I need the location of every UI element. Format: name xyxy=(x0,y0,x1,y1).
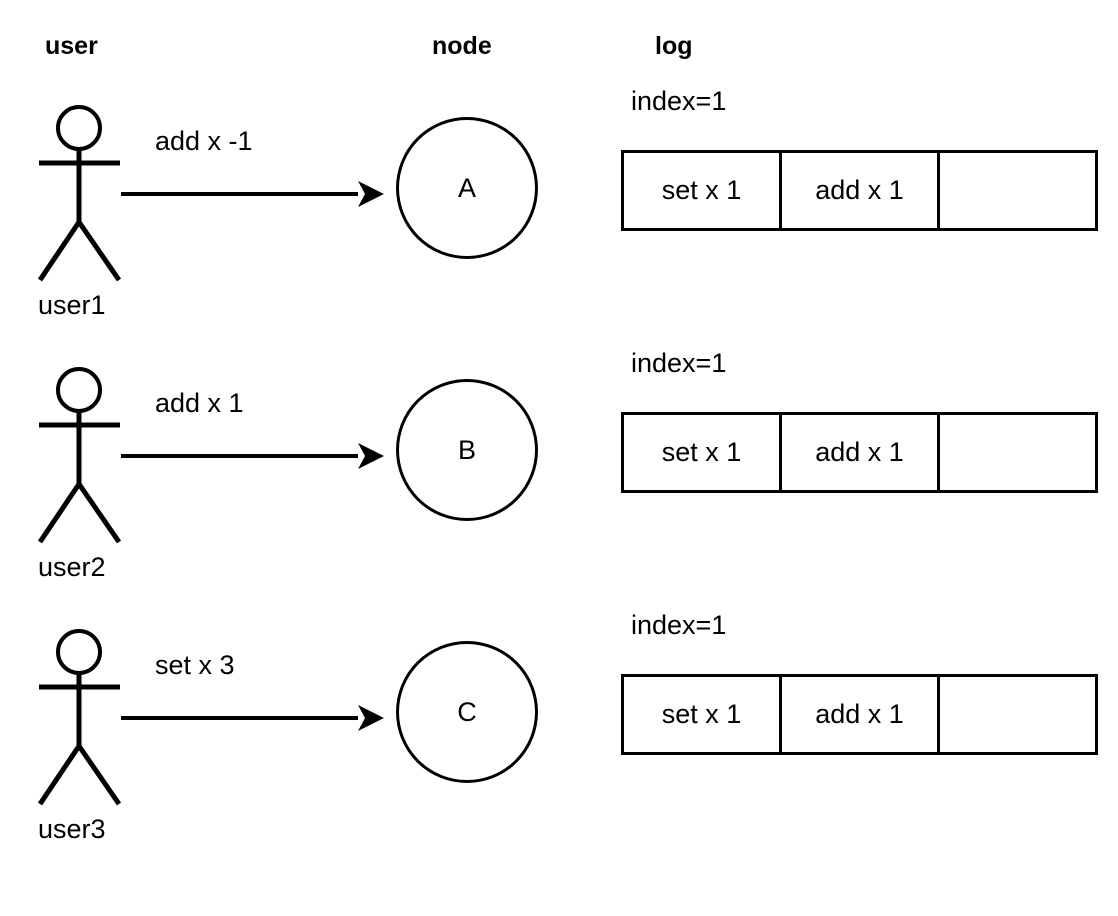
log-cell: add x 1 xyxy=(782,415,940,490)
log-cell: set x 1 xyxy=(624,153,782,228)
message-label: add x 1 xyxy=(155,388,244,418)
log-cell xyxy=(940,153,1095,228)
stick-figure-icon xyxy=(37,367,122,544)
log-cell: add x 1 xyxy=(782,677,940,752)
log-index-label: index=1 xyxy=(631,348,727,378)
log-cell: set x 1 xyxy=(624,677,782,752)
arrow-right-icon xyxy=(121,705,384,731)
log-index-label: index=1 xyxy=(631,610,727,640)
message-label: set x 3 xyxy=(155,650,235,680)
stick-figure-icon xyxy=(37,105,122,282)
node-label: C xyxy=(457,696,477,727)
log-cell xyxy=(940,415,1095,490)
log-table: set x 1 add x 1 xyxy=(621,412,1098,493)
column-header-user: user xyxy=(45,32,98,60)
node-circle: C xyxy=(396,641,538,783)
column-header-log: log xyxy=(655,32,693,60)
node-circle: A xyxy=(396,117,538,259)
node-circle: B xyxy=(396,379,538,521)
log-cell: add x 1 xyxy=(782,153,940,228)
arrow-right-icon xyxy=(121,443,384,469)
actor-label: user1 xyxy=(38,290,106,320)
log-index-label: index=1 xyxy=(631,86,727,116)
log-table: set x 1 add x 1 xyxy=(621,150,1098,231)
log-cell xyxy=(940,677,1095,752)
node-label: A xyxy=(457,172,476,203)
log-cell: set x 1 xyxy=(624,415,782,490)
arrow-right-icon xyxy=(121,181,384,207)
log-table: set x 1 add x 1 xyxy=(621,674,1098,755)
actor-label: user3 xyxy=(38,814,106,844)
actor-label: user2 xyxy=(38,552,106,582)
column-header-node: node xyxy=(432,32,492,60)
message-label: add x -1 xyxy=(155,126,253,156)
stick-figure-icon xyxy=(37,629,122,806)
node-label: B xyxy=(457,434,476,465)
